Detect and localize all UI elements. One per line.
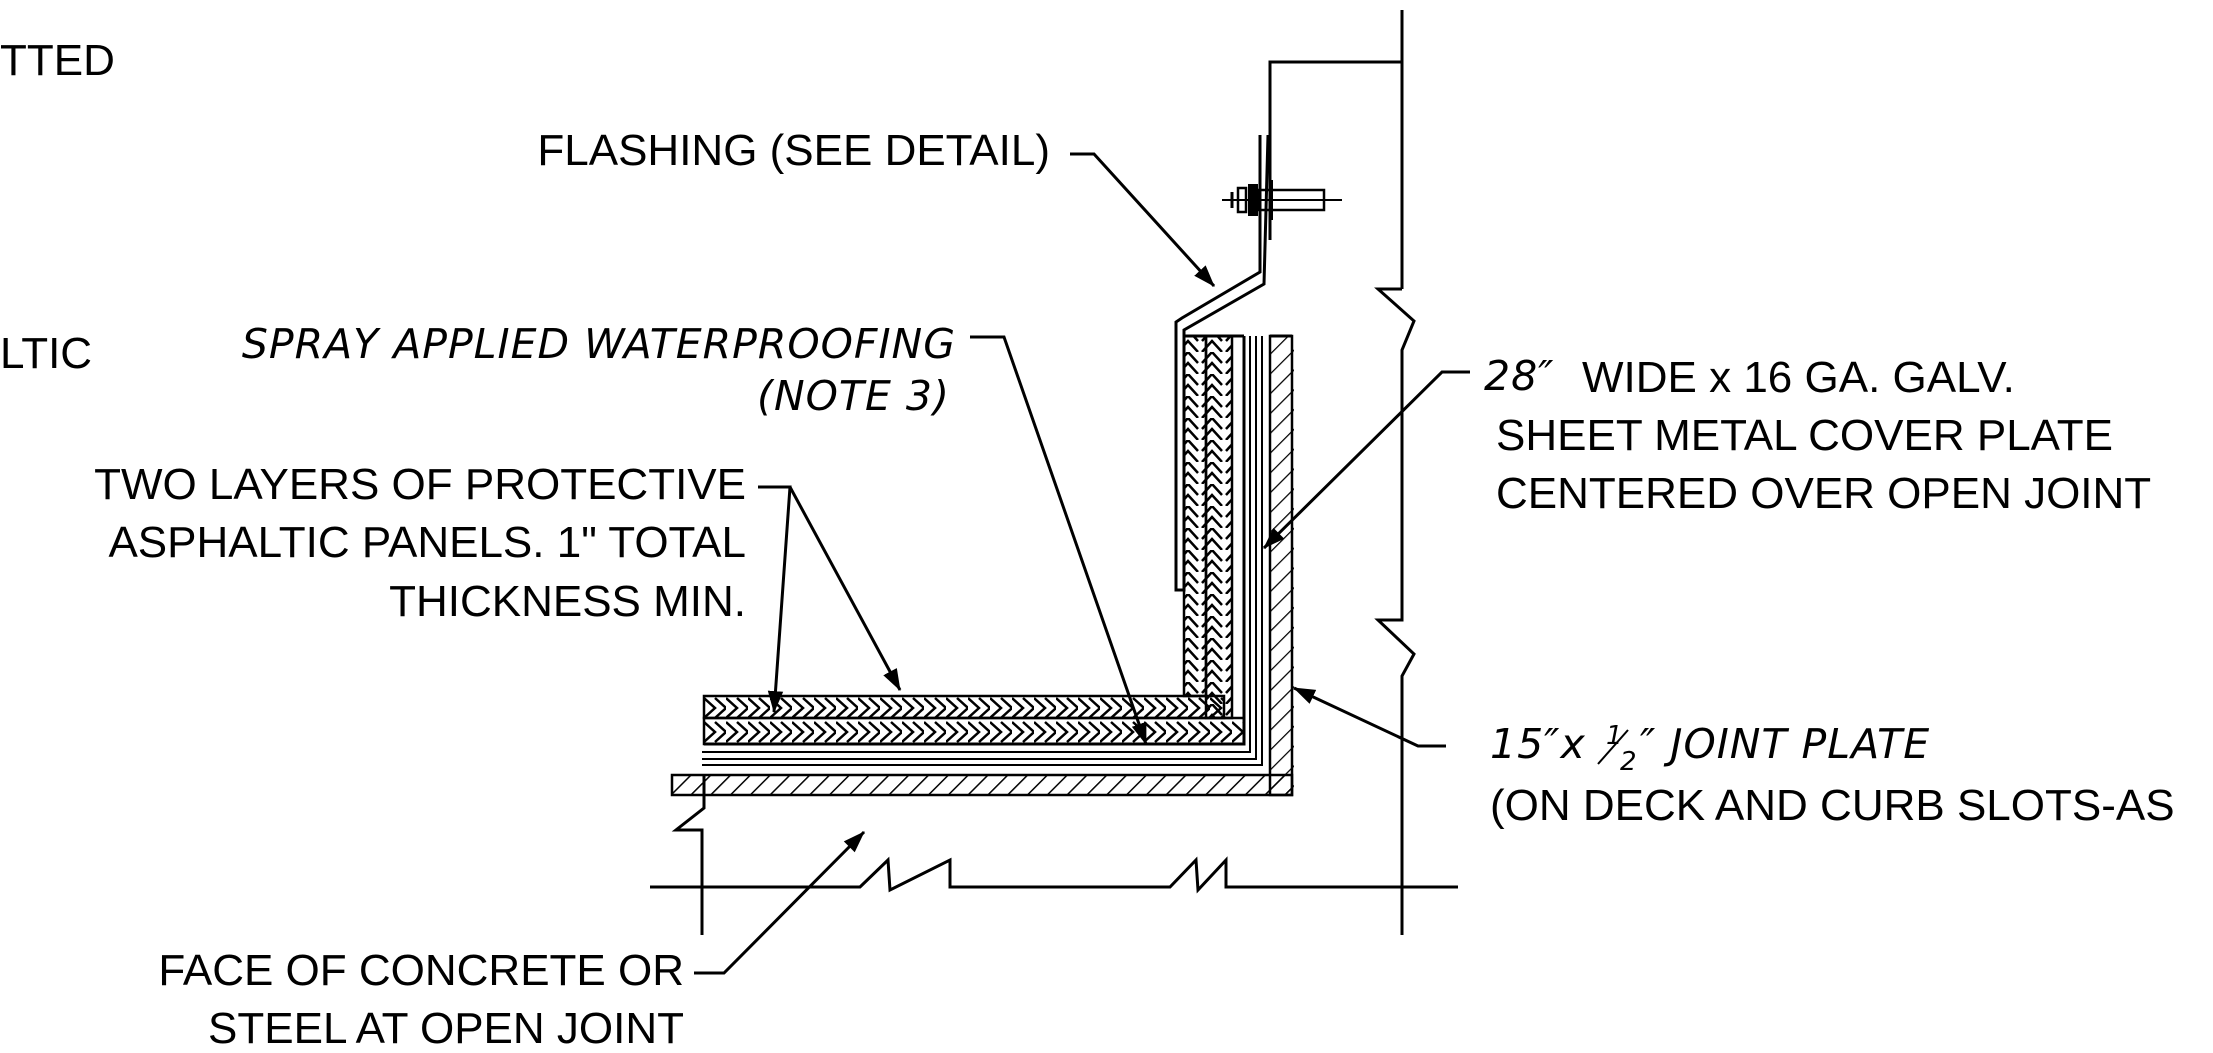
joint-plate-frac-den: 2 [1620, 747, 1638, 777]
waterproofing-layers [702, 336, 1263, 766]
protective-panels-label-2: ASPHALTIC PANELS. 1" TOTAL [108, 518, 746, 567]
spray-waterproofing-label: SPRAY APPLIED WATERPROOFING [242, 320, 956, 368]
protective-panels [702, 334, 1246, 746]
anchor-bolt-icon [1222, 180, 1342, 220]
annotation-labels: TTED LTIC FLASHING (SEE DETAIL) SPRAY AP… [0, 36, 2175, 1053]
cover-plate-dimension: 28″ [1484, 352, 1555, 400]
protective-panels-label-1: TWO LAYERS OF PROTECTIVE [94, 460, 746, 509]
joint-plate-frac-num: 1 [1606, 721, 1624, 751]
cut-label-top: TTED [0, 36, 115, 85]
deck-curb-label: (ON DECK AND CURB SLOTS-AS [1490, 781, 2175, 830]
spray-note-label: (NOTE 3) [757, 372, 950, 420]
cut-label-mid: LTIC [0, 329, 92, 378]
joint-plate [670, 334, 1294, 806]
flashing [1174, 134, 1270, 592]
flashing-label: FLASHING (SEE DETAIL) [537, 126, 1050, 175]
face-of-concrete-label-2: STEEL AT OPEN JOINT [208, 1004, 684, 1053]
deck-section [650, 776, 1458, 935]
face-of-concrete-label-1: FACE OF CONCRETE OR [158, 946, 684, 995]
cover-plate-label-2: SHEET METAL COVER PLATE [1496, 411, 2113, 460]
joint-plate-size-a: 15″x [1490, 720, 1586, 768]
joint-plate-label: ″ JOINT PLATE [1640, 720, 1930, 768]
cover-plate-label-1: WIDE x 16 GA. GALV. [1582, 353, 2015, 402]
wall-section [1268, 10, 1416, 935]
leader-lines [694, 152, 1470, 975]
protective-panels-label-3: THICKNESS MIN. [389, 577, 746, 626]
cover-plate-label-3: CENTERED OVER OPEN JOINT [1496, 469, 2151, 518]
